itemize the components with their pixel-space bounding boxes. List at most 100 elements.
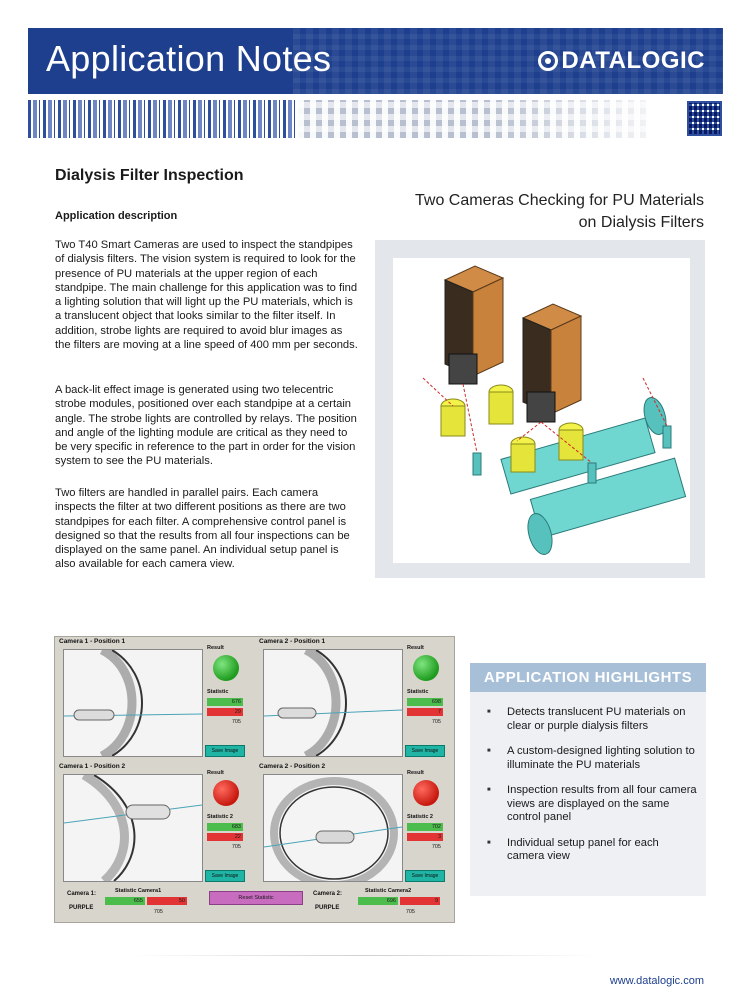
save-image-button[interactable]: Save Image [405, 870, 445, 882]
camera-2-statistic-label: Statistic Camera2 [365, 888, 412, 894]
description-paragraph: Two T40 Smart Cameras are used to inspec… [55, 239, 358, 352]
camera-view-panel: Camera 2 - Position 2 Result Statistic 2… [255, 762, 453, 887]
result-sidebar: Result Statistic 698 7 705 Save Image [405, 645, 447, 757]
standpipe [587, 462, 597, 484]
header-pattern [293, 28, 723, 94]
page-title: Dialysis Filter Inspection [55, 167, 244, 184]
barcode-bars [28, 100, 298, 138]
result-sidebar: Result Statistic 676 29 705 Save Image [205, 645, 247, 757]
statistic-label: Statistic 2 [407, 814, 433, 820]
camera-image-drawing [64, 775, 202, 881]
save-image-button[interactable]: Save Image [405, 745, 445, 757]
highlights-title: APPLICATION HIGHLIGHTS [470, 663, 706, 692]
fail-count: 29 [207, 708, 243, 716]
reset-statistic-button[interactable]: Reset Statistic [209, 891, 303, 905]
result-label: Result [407, 770, 424, 776]
camera-1-summary-label: Camera 1: [67, 891, 97, 897]
save-image-button[interactable]: Save Image [205, 745, 245, 757]
standpipe [662, 425, 672, 449]
highlight-item: Inspection results from all four camera … [487, 784, 697, 825]
fail-count: 22 [207, 833, 243, 841]
result-sidebar: Result Statistic 2 683 22 705 Save Image [205, 770, 247, 882]
figure-title-line: on Dialysis Filters [578, 214, 704, 231]
figure-title-line: Two Cameras Checking for PU Materials [415, 192, 704, 209]
result-label: Result [207, 770, 224, 776]
description-paragraph: A back-lit effect image is generated usi… [55, 384, 357, 468]
save-image-button[interactable]: Save Image [205, 870, 245, 882]
camera-image-drawing [264, 650, 402, 756]
document-type-title: Application Notes [46, 38, 332, 79]
barcode-decoration [28, 100, 648, 138]
logo-text: DATALOGIC [561, 47, 705, 74]
camera-2-fail-count: 9 [400, 897, 440, 905]
highlight-item: Detects translucent PU materials on clea… [487, 706, 697, 733]
header-banner: Application Notes DATALOGIC [28, 28, 723, 94]
statistic-label: Statistic [407, 689, 429, 695]
summary-bar: Camera 1: PURPLE Statistic Camera1 655 5… [55, 887, 454, 922]
total-count: 705 [231, 719, 241, 725]
camera-1-total-count: 705 [153, 909, 163, 915]
camera-1-material: PURPLE [69, 905, 94, 911]
pass-count: 698 [407, 698, 443, 706]
camera-view-panel: Camera 1 - Position 1 Result Statistic 6… [55, 637, 253, 762]
camera-2-material: PURPLE [315, 905, 340, 911]
pixel-mosaic [298, 100, 648, 138]
highlights-list: Detects translucent PU materials on clea… [487, 706, 697, 876]
highlight-item: Individual setup panel for each camera v… [487, 837, 697, 864]
statistic-label: Statistic [207, 689, 229, 695]
camera-image-drawing [264, 777, 402, 881]
control-panel-screenshot: Camera 1 - Position 1 Result Statistic 6… [54, 636, 455, 923]
camera-image [63, 774, 203, 882]
total-count: 705 [431, 719, 441, 725]
logo-mark-icon [538, 51, 559, 71]
smart-camera-1 [443, 265, 505, 385]
camera-setup-illustration [393, 258, 690, 563]
camera-setup-drawing [422, 265, 687, 555]
result-indicator-pass [213, 655, 239, 681]
camera-image [263, 649, 403, 757]
camera-view-title: Camera 1 - Position 2 [59, 763, 126, 770]
website-link[interactable]: www.datalogic.com [609, 975, 704, 987]
section-heading: Application description [55, 210, 178, 222]
result-indicator-pass [413, 655, 439, 681]
standpipe [472, 452, 482, 476]
camera-view-panel: Camera 1 - Position 2 Result Statistic 2… [55, 762, 253, 887]
camera-2-pass-count: 696 [358, 897, 398, 905]
camera-1-fail-count: 50 [147, 897, 187, 905]
result-label: Result [207, 645, 224, 651]
figure-frame [375, 240, 705, 578]
description-paragraph: Two filters are handled in parallel pair… [55, 487, 350, 571]
fail-count: 7 [407, 708, 443, 716]
camera-image [63, 649, 203, 757]
camera-2-total-count: 705 [405, 909, 415, 915]
camera-view-panel: Camera 2 - Position 1 Result Statistic 6… [255, 637, 453, 762]
result-indicator-fail [213, 780, 239, 806]
pass-count: 676 [207, 698, 243, 706]
camera-1-pass-count: 655 [105, 897, 145, 905]
camera-1-statistic-label: Statistic Camera1 [115, 888, 162, 894]
pass-count: 683 [207, 823, 243, 831]
datalogic-logo: DATALOGIC [538, 47, 705, 75]
statistic-label: Statistic 2 [207, 814, 233, 820]
pass-count: 702 [407, 823, 443, 831]
camera-image-drawing [64, 650, 202, 756]
camera-2-summary-label: Camera 2: [313, 891, 343, 897]
total-count: 705 [431, 844, 441, 850]
smart-camera-2 [521, 303, 583, 423]
fail-count: 3 [407, 833, 443, 841]
footer-divider [130, 955, 600, 956]
camera-view-title: Camera 2 - Position 1 [259, 638, 326, 645]
total-count: 705 [231, 844, 241, 850]
figure-title: Two Cameras Checking for PU Materials on… [374, 190, 704, 234]
camera-image [263, 774, 403, 882]
highlight-item: A custom-designed lighting solution to i… [487, 745, 697, 772]
result-indicator-fail [413, 780, 439, 806]
result-sidebar: Result Statistic 2 702 3 705 Save Image [405, 770, 447, 882]
camera-view-title: Camera 2 - Position 2 [259, 763, 326, 770]
qr-code-icon [687, 101, 722, 136]
light-beams [422, 377, 668, 464]
application-highlights-box: APPLICATION HIGHLIGHTS Detects transluce… [470, 663, 706, 896]
filter-tube-front [527, 457, 687, 555]
camera-view-title: Camera 1 - Position 1 [59, 638, 126, 645]
result-label: Result [407, 645, 424, 651]
